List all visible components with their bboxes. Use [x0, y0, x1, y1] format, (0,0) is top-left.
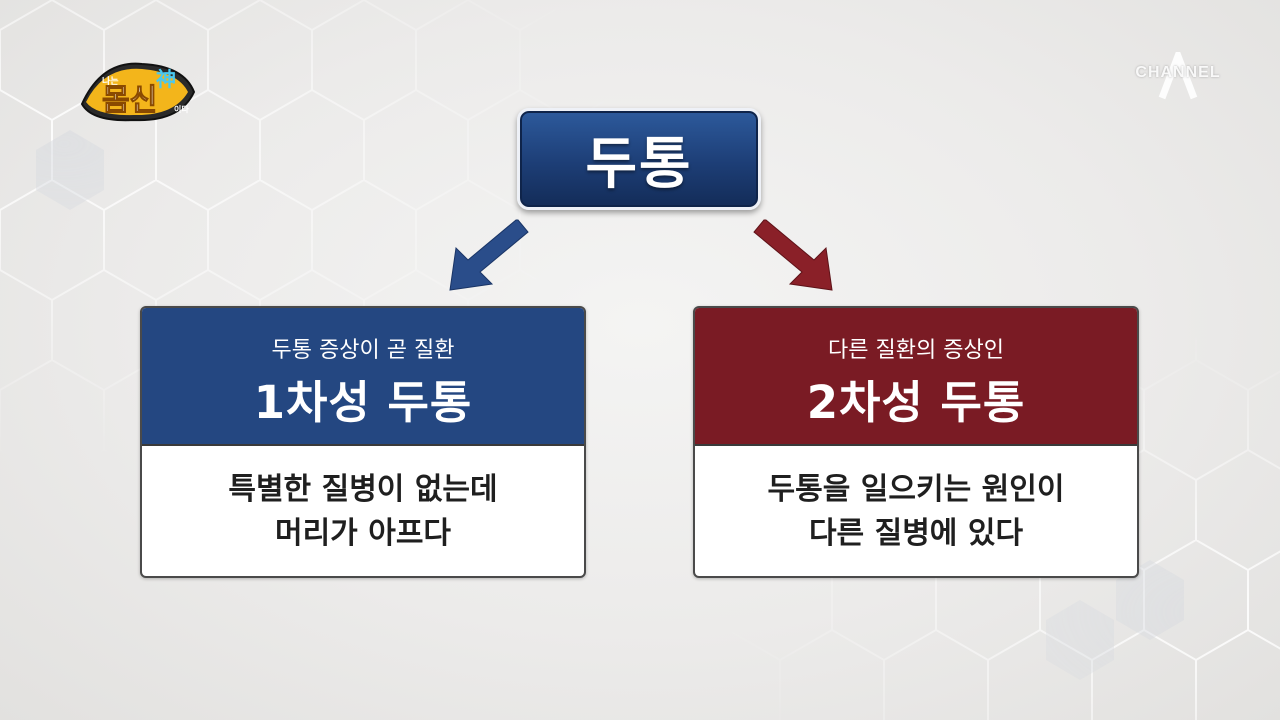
svg-text:몸신: 몸신 [102, 83, 157, 118]
primary-headache-heading: 1차성 두통 [253, 376, 473, 429]
secondary-headache-description: 두통을 일으키는 원인이 다른 질병에 있다 [695, 446, 1137, 576]
primary-headache-line-1: 특별한 질병이 없는데 [228, 472, 498, 507]
title-box: 두통 [517, 108, 761, 210]
arrow-down-left-icon [449, 219, 529, 291]
svg-text:神: 神 [156, 67, 176, 91]
secondary-headache-heading: 2차성 두통 [806, 376, 1026, 429]
primary-headache-subtitle: 두통 증상이 곧 질환 [271, 338, 455, 363]
title-text: 두통 [585, 131, 693, 197]
secondary-headache-card: 다른 질환의 증상인 2차성 두통 두통을 일으키는 원인이 다른 질병에 있다 [693, 306, 1139, 578]
svg-text:이다: 이다 [174, 104, 189, 114]
primary-headache-card: 두통 증상이 곧 질환 1차성 두통 특별한 질병이 없는데 머리가 아프다 [140, 306, 586, 578]
channel-a-logo-icon [1158, 46, 1198, 100]
primary-headache-description: 특별한 질병이 없는데 머리가 아프다 [142, 446, 584, 576]
secondary-headache-subtitle: 다른 질환의 증상인 [828, 338, 1004, 363]
program-logo: 나는 몸신 神 이다 [80, 62, 196, 122]
secondary-headache-line-2: 다른 질병에 있다 [808, 516, 1024, 551]
svg-text:나는: 나는 [102, 75, 119, 87]
primary-headache-line-2: 머리가 아프다 [274, 516, 452, 551]
arrow-down-right-icon [753, 219, 833, 291]
secondary-headache-line-1: 두통을 일으키는 원인이 [767, 472, 1065, 507]
secondary-headache-header: 다른 질환의 증상인 2차성 두통 [695, 308, 1137, 446]
channel-label: CHANNEL [1135, 64, 1221, 81]
primary-headache-header: 두통 증상이 곧 질환 1차성 두통 [142, 308, 584, 446]
channel-a-watermark: CHANNEL [1128, 46, 1228, 102]
